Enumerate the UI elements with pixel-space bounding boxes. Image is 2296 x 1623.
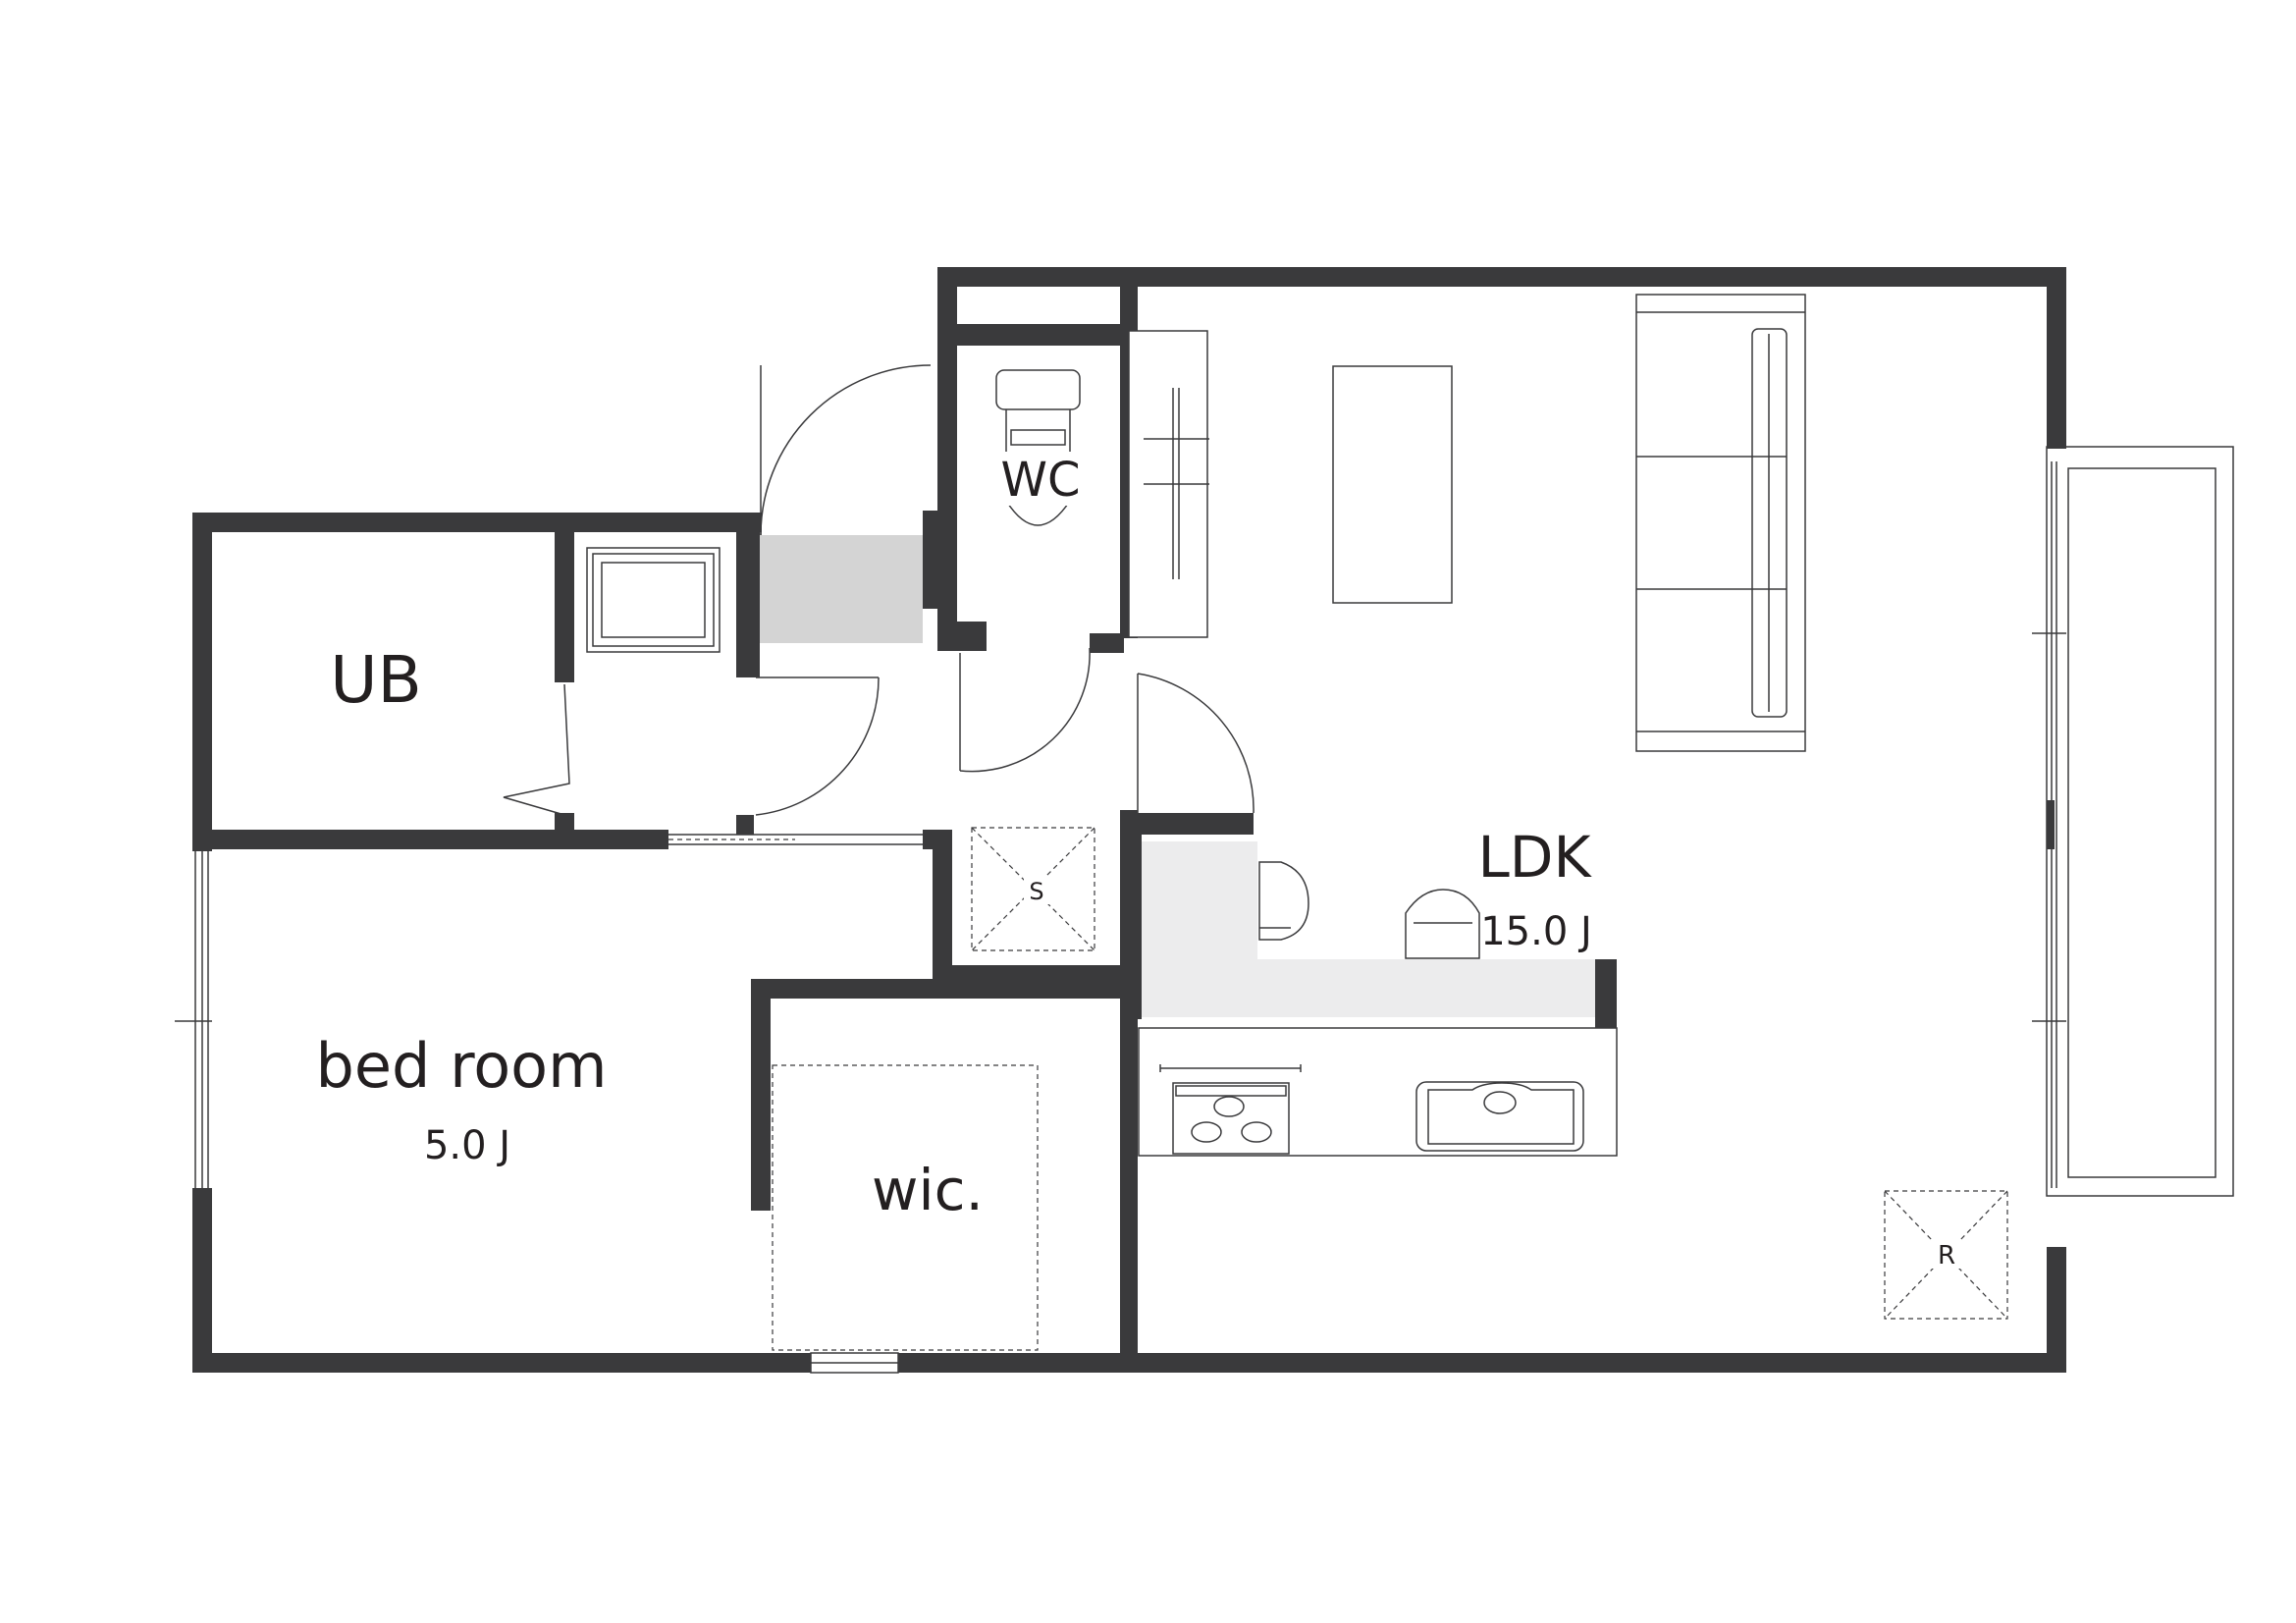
kitchen-counter-front: [1142, 959, 1595, 1017]
room-label-bedroom: bed room: [316, 1030, 608, 1102]
refrigerator-space: R: [1884, 1190, 2008, 1320]
chair-right: [1405, 889, 1480, 959]
refrigerator-label: R: [1938, 1241, 1955, 1271]
shoe-storage-label: S: [1029, 878, 1043, 905]
doors: [503, 364, 1255, 816]
kitchen-counter-top: [1142, 841, 1257, 959]
room-label-ub: UB: [330, 642, 422, 718]
room-area-ldk: 15.0 J: [1480, 909, 1592, 954]
room-label-wic: wic.: [872, 1157, 984, 1223]
room-label-ldk: LDK: [1477, 824, 1592, 891]
shoe-storage: S: [971, 827, 1095, 951]
room-label-wc: WC: [1001, 453, 1081, 508]
entrance-floor: [760, 535, 923, 643]
tv-board: [1128, 330, 1209, 638]
kitchen-unit: [1138, 1027, 1618, 1157]
chair-left: [1258, 861, 1309, 941]
washbasin: [586, 547, 721, 653]
walls: [192, 267, 2066, 1373]
wic-outline: [772, 1064, 1039, 1351]
sofa: [1635, 294, 1806, 752]
coffee-table: [1332, 365, 1453, 604]
windows: [175, 446, 2234, 1374]
room-area-bedroom: 5.0 J: [424, 1123, 510, 1168]
